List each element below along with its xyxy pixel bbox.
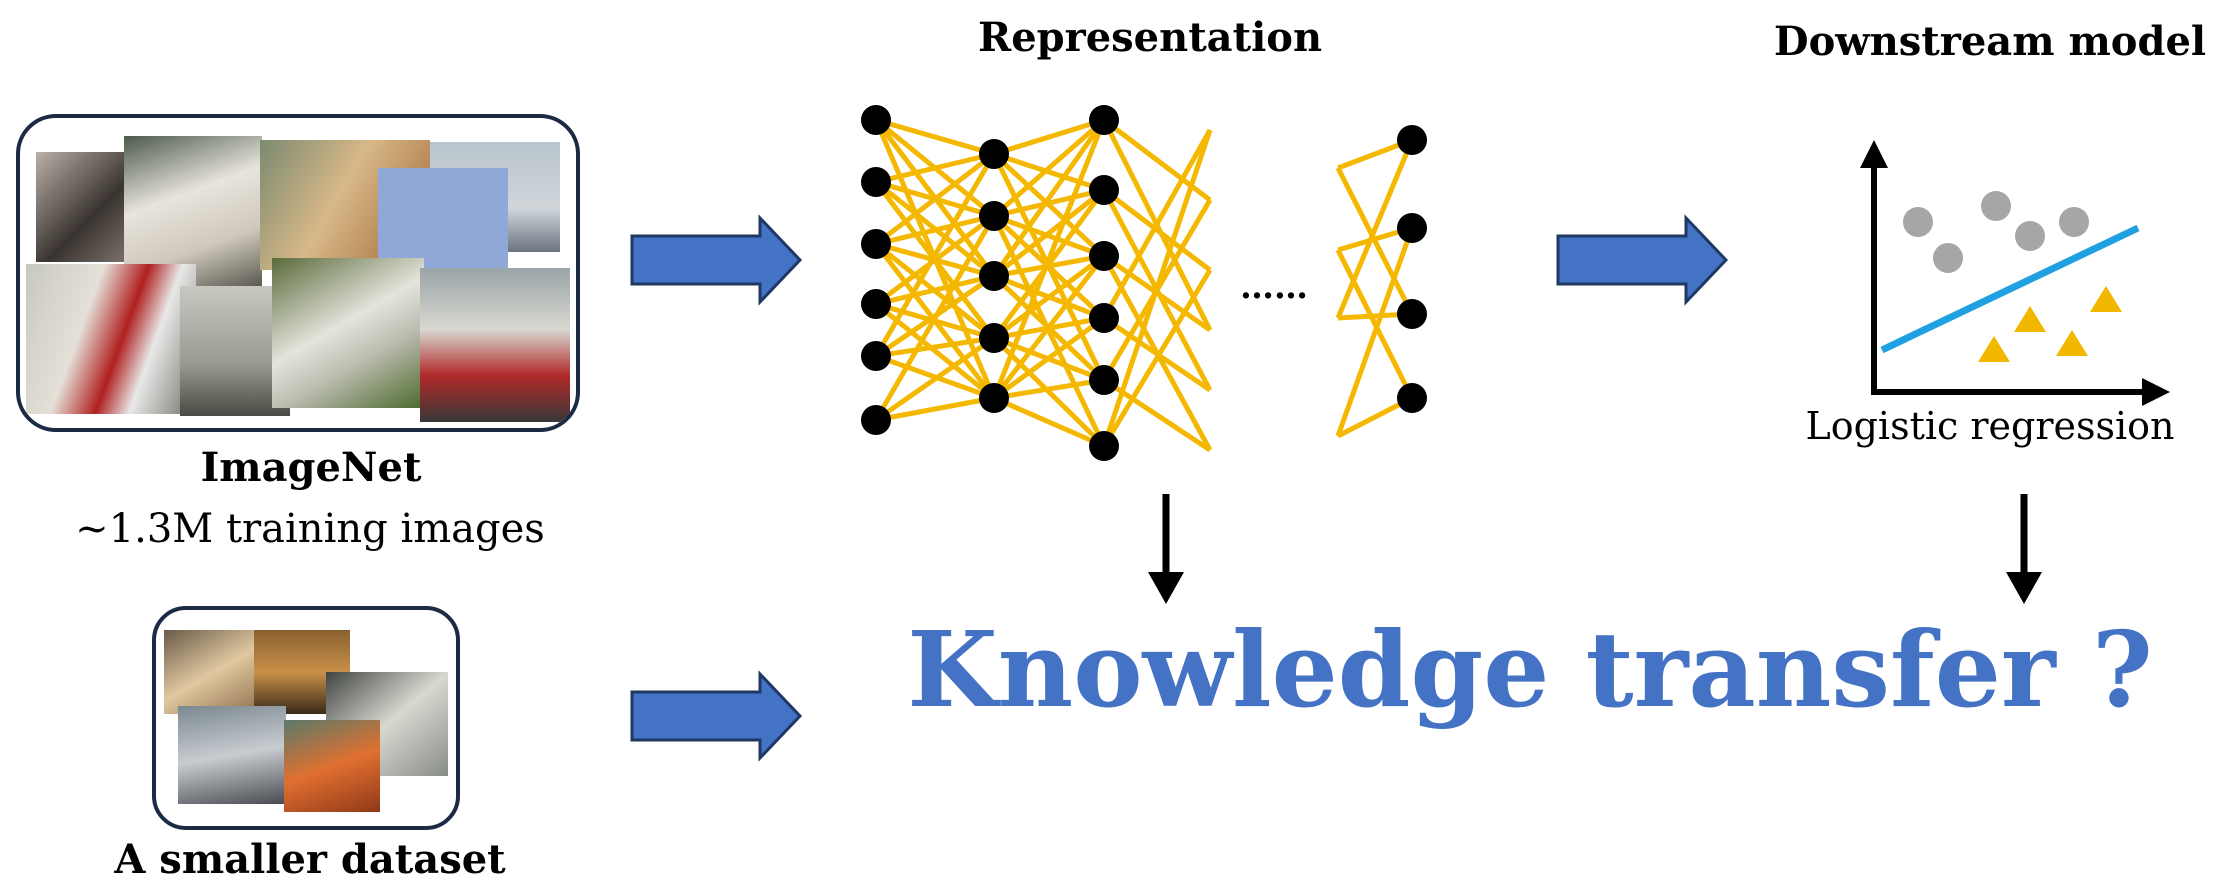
network-connection <box>1335 139 1415 319</box>
network-node <box>979 201 1009 231</box>
network-connection <box>874 335 996 423</box>
network-connection <box>1101 268 1213 448</box>
network-connection <box>991 118 1107 278</box>
network-node <box>861 167 891 197</box>
arrow-imagenet-to-network <box>630 214 803 306</box>
network-connection <box>1101 128 1213 320</box>
network-connection <box>873 214 997 422</box>
class-triangle-point <box>2014 306 2046 332</box>
network-connection <box>874 213 996 307</box>
class-circle-point <box>1933 243 1963 273</box>
tile-car-orange <box>284 720 380 812</box>
network-connection <box>992 315 1106 401</box>
network-node <box>979 261 1009 291</box>
network-connection <box>993 187 1105 219</box>
logistic-regression-plot <box>1860 140 2170 406</box>
network-node <box>861 229 891 259</box>
imagenet-name: ImageNet <box>200 444 422 491</box>
class-circle-point <box>2059 207 2089 237</box>
network-node <box>1089 241 1119 271</box>
network-node <box>861 341 891 371</box>
class-circle-point <box>1981 191 2011 221</box>
tile-car-silver <box>178 706 286 804</box>
imagenet-image-collage <box>16 114 580 432</box>
network-node <box>861 105 891 135</box>
network-connection <box>1101 129 1213 447</box>
network-connection <box>875 273 995 307</box>
arrow-down-network <box>1148 494 1184 604</box>
network-connection <box>992 188 1106 278</box>
network-connection <box>874 152 996 246</box>
network-connection <box>875 213 995 247</box>
network-node <box>861 289 891 319</box>
network-connection <box>875 151 995 185</box>
network-connection <box>992 254 1106 400</box>
network-connection <box>991 119 1107 399</box>
smaller-dataset-name: A smaller dataset <box>114 836 506 883</box>
regression-line <box>1880 224 2140 354</box>
representation-title: Representation <box>977 14 1323 61</box>
network-node <box>1089 105 1119 135</box>
downstream-title: Downstream model <box>1773 18 2207 65</box>
network-node <box>979 139 1009 169</box>
downstream-caption: Logistic regression <box>1805 404 2175 448</box>
arrow-network-to-downstream <box>1556 214 1729 306</box>
network-connection <box>993 117 1105 157</box>
network-node <box>861 405 891 435</box>
network-node <box>1397 299 1427 329</box>
network-connection <box>992 118 1106 218</box>
network-node <box>1397 383 1427 413</box>
network-connection <box>873 152 997 358</box>
network-node <box>979 323 1009 353</box>
network-ellipsis: …… <box>1240 267 1308 307</box>
network-connection <box>1335 248 1415 400</box>
network-connections <box>873 117 1415 453</box>
network-connection <box>875 335 995 359</box>
network-node <box>1089 431 1119 461</box>
network-connection <box>1335 227 1415 437</box>
network-node <box>979 383 1009 413</box>
knowledge-transfer-text: Knowledge transfer ? <box>907 608 2153 731</box>
tile-bus <box>420 268 570 422</box>
network-connection <box>875 395 995 423</box>
tile-bicycle <box>180 286 290 416</box>
network-connection <box>993 377 1105 401</box>
arrow-down-downstream <box>2006 494 2042 604</box>
plot-x-axis-arrowhead <box>2142 378 2170 406</box>
network-connection <box>875 117 995 157</box>
network-connection <box>1102 188 1212 272</box>
network-nodes <box>861 105 1427 461</box>
network-node <box>1089 303 1119 333</box>
tile-white-dog <box>272 258 424 408</box>
network-connection <box>993 151 1105 193</box>
network-connection <box>1335 166 1415 316</box>
plot-y-axis-arrowhead <box>1860 140 1888 168</box>
network-connection <box>993 395 1105 449</box>
tile-train <box>26 264 196 414</box>
network-node <box>1397 125 1427 155</box>
class-circle-point <box>2015 221 2045 251</box>
network-connection <box>992 253 1106 341</box>
class-triangle-point <box>2056 330 2088 356</box>
class-triangle-point <box>2090 286 2122 312</box>
network-node <box>1089 175 1119 205</box>
class-circle-point <box>1903 207 1933 237</box>
network-node <box>1397 213 1427 243</box>
smaller-dataset-image-collage <box>152 606 460 830</box>
network-node <box>1089 365 1119 395</box>
imagenet-subtitle: ~1.3M training images <box>75 506 545 552</box>
arrow-smaller-to-transfer <box>630 670 803 762</box>
tile-small-dog <box>164 630 264 714</box>
class-triangle-point <box>1978 336 2010 362</box>
tile-white-puppy <box>124 136 262 286</box>
